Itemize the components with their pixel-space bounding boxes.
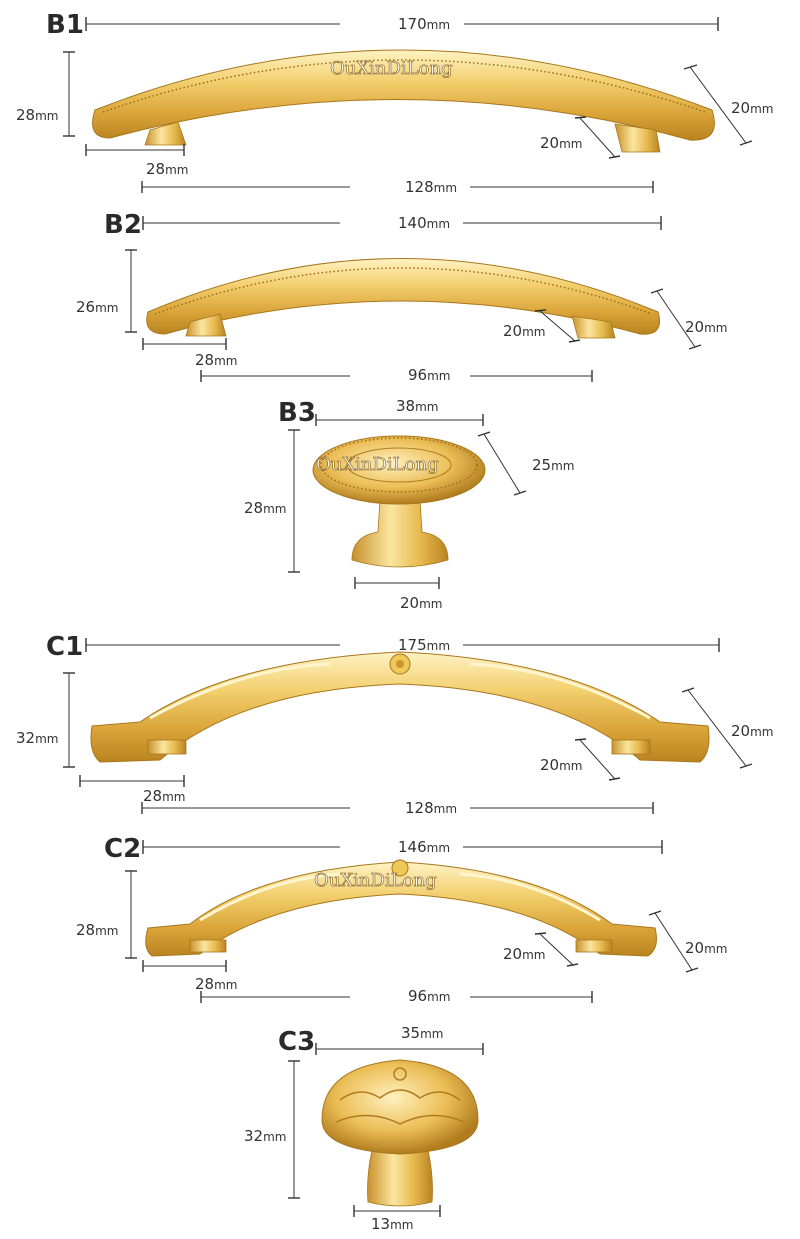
total-length-value: 146	[398, 838, 427, 856]
handle-image	[90, 651, 710, 763]
handle-image	[146, 258, 660, 335]
svg-text:28mm: 28mm	[146, 160, 188, 178]
total-length-value: 140	[398, 214, 427, 232]
svg-text:28mm: 28mm	[16, 106, 58, 124]
svg-text:26mm: 26mm	[76, 298, 118, 316]
product-code: C3	[278, 1027, 315, 1057]
hole-distance-value: 128	[405, 178, 434, 196]
svg-text:28mm: 28mm	[195, 975, 237, 993]
product-c2: C2 146mm 28mm OuXinDiLong 28mm 96mm 20mm…	[76, 834, 727, 1005]
unit-label: mm	[427, 18, 450, 32]
svg-text:170mm: 170mm	[398, 15, 450, 33]
diameter-value: 38	[396, 397, 415, 415]
width-value: 20	[731, 722, 750, 740]
handle-image	[145, 859, 657, 957]
svg-text:175mm: 175mm	[398, 636, 450, 654]
product-code: C1	[46, 632, 83, 662]
svg-text:140mm: 140mm	[398, 214, 450, 232]
height-value: 28	[16, 106, 35, 124]
watermark: OuXinDiLong	[316, 454, 439, 475]
height-value: 28	[76, 921, 95, 939]
svg-text:20mm: 20mm	[503, 945, 545, 963]
foot-length-value: 28	[195, 351, 214, 369]
svg-text:20mm: 20mm	[731, 99, 773, 117]
svg-text:28mm: 28mm	[143, 787, 185, 805]
svg-text:128mm: 128mm	[405, 178, 457, 196]
handle-image	[92, 49, 715, 141]
svg-text:32mm: 32mm	[244, 1127, 286, 1145]
product-b1: B1 170mm 28mm OuXinDiLong 28mm 128mm 20m…	[16, 10, 773, 196]
foot-width-value: 20	[540, 134, 559, 152]
product-c3: C3 35mm 32mm 13mm	[244, 1024, 484, 1233]
height-value: 32	[16, 729, 35, 747]
svg-text:20mm: 20mm	[685, 318, 727, 336]
product-b3: B3 38mm 28mm OuXinDiLong 20mm 25mm	[244, 397, 574, 612]
watermark: OuXinDiLong	[314, 870, 437, 891]
svg-text:28mm: 28mm	[195, 351, 237, 369]
product-code: B2	[104, 210, 142, 240]
total-length-value: 175	[398, 636, 427, 654]
product-c1: C1 175mm 32mm 28mm 128mm 20mm 20mm	[16, 632, 773, 817]
foot-length-value: 28	[146, 160, 165, 178]
product-code: C2	[104, 834, 141, 864]
foot-width-value: 20	[540, 756, 559, 774]
svg-text:38mm: 38mm	[396, 397, 438, 415]
svg-text:20mm: 20mm	[731, 722, 773, 740]
width-value: 20	[685, 318, 704, 336]
total-length-value: 170	[398, 15, 427, 33]
knob-image	[321, 1059, 479, 1207]
height-value: 32	[244, 1127, 263, 1145]
width-value: 20	[731, 99, 750, 117]
base-value: 20	[400, 594, 419, 612]
svg-text:20mm: 20mm	[685, 939, 727, 957]
base-value: 13	[371, 1215, 390, 1233]
svg-text:96mm: 96mm	[408, 987, 450, 1005]
svg-text:96mm: 96mm	[408, 366, 450, 384]
svg-text:13mm: 13mm	[371, 1215, 413, 1233]
product-code: B1	[46, 10, 84, 40]
hole-distance-value: 128	[405, 799, 434, 817]
product-b2: B2 140mm 26mm 28mm 96mm 20mm 20mm	[76, 210, 727, 384]
foot-width-value: 20	[503, 322, 522, 340]
svg-text:20mm: 20mm	[400, 594, 442, 612]
svg-text:20mm: 20mm	[540, 756, 582, 774]
hole-distance-value: 96	[408, 987, 427, 1005]
svg-text:20mm: 20mm	[540, 134, 582, 152]
svg-text:128mm: 128mm	[405, 799, 457, 817]
height-value: 28	[244, 499, 263, 517]
foot-length-value: 28	[143, 787, 162, 805]
hole-distance-value: 96	[408, 366, 427, 384]
svg-text:28mm: 28mm	[76, 921, 118, 939]
svg-text:35mm: 35mm	[401, 1024, 443, 1042]
width-value: 20	[685, 939, 704, 957]
watermark: OuXinDiLong	[330, 58, 453, 79]
svg-text:146mm: 146mm	[398, 838, 450, 856]
svg-text:32mm: 32mm	[16, 729, 58, 747]
depth-value: 25	[532, 456, 551, 474]
svg-text:20mm: 20mm	[503, 322, 545, 340]
foot-length-value: 28	[195, 975, 214, 993]
height-value: 26	[76, 298, 95, 316]
svg-text:28mm: 28mm	[244, 499, 286, 517]
svg-text:25mm: 25mm	[532, 456, 574, 474]
product-code: B3	[278, 398, 316, 428]
diameter-value: 35	[401, 1024, 420, 1042]
foot-width-value: 20	[503, 945, 522, 963]
knob-image	[312, 435, 486, 568]
